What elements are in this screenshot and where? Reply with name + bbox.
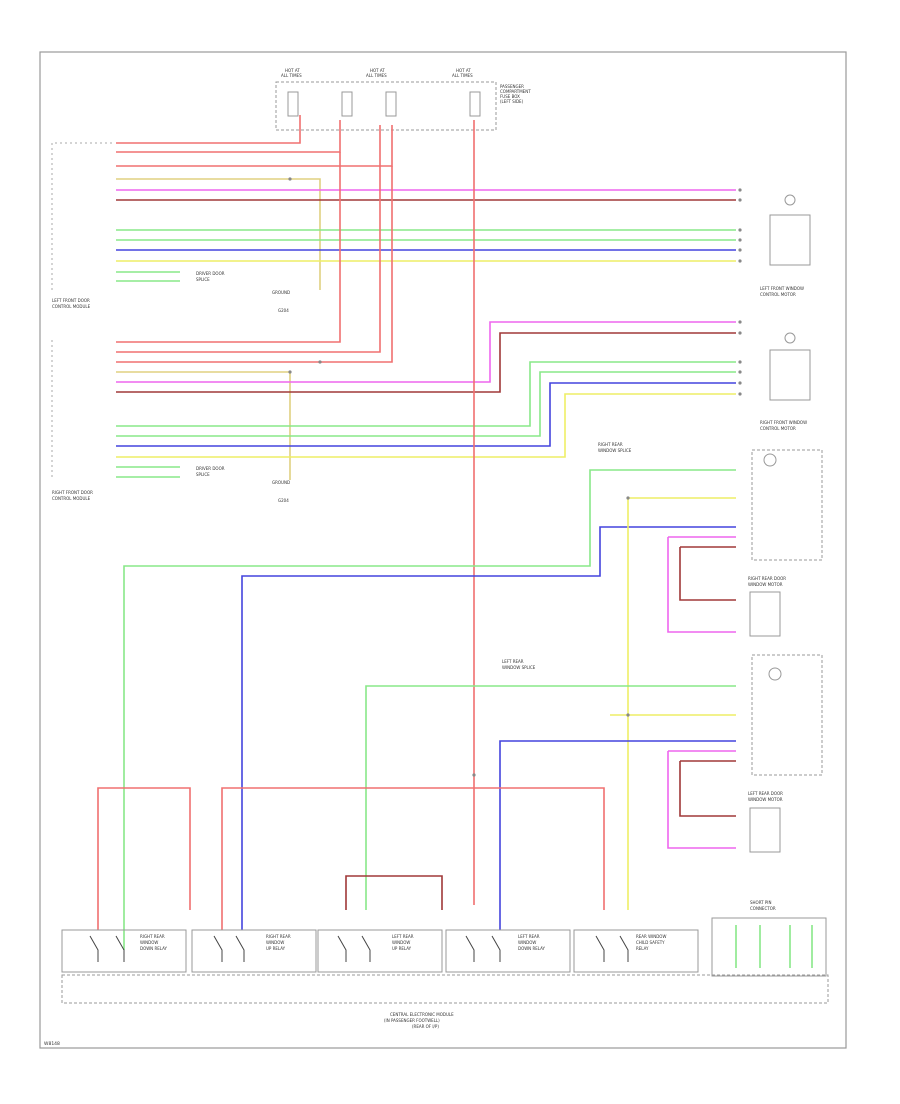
short-pin-wires	[735, 925, 813, 968]
short-pin-label: SHORT PIN	[750, 900, 771, 905]
right-rear-motor-label-2: WINDOW MOTOR	[748, 582, 783, 587]
fuse-box-label-2: COMPARTMENT	[500, 89, 531, 94]
left-door-module-label-2: CONTROL MODULE	[52, 304, 91, 309]
fuse-3-label: HOT AT	[456, 68, 471, 73]
left-door-module-label: LEFT FRONT DOOR	[52, 298, 90, 303]
wire-dkred-2	[116, 332, 736, 393]
driver-door-splice-1b: SPLICE	[196, 277, 210, 282]
fuse-box	[275, 81, 497, 131]
central-module-label: CENTRAL ELECTRONIC MODULE	[390, 1012, 454, 1017]
relay-5-label: REAR WINDOW	[636, 934, 666, 939]
right-door-module-label-2: CONTROL MODULE	[52, 496, 91, 501]
window-motors	[769, 194, 811, 401]
left-rear-motor-label-2: WINDOW MOTOR	[748, 797, 783, 802]
wire-dkred-lr	[679, 761, 736, 817]
right-rear-motor-label: RIGHT REAR DOOR	[748, 576, 786, 581]
wire-green-6	[116, 371, 736, 437]
relay-4-label-3: DOWN RELAY	[518, 946, 546, 951]
left-front-motor-label: LEFT FRONT WINDOW	[760, 286, 804, 291]
module-boundaries	[51, 142, 112, 480]
wire-green-5	[116, 361, 736, 427]
wire-red-relay-2	[221, 787, 605, 930]
left-splice-label-2: WINDOW SPLICE	[502, 665, 536, 670]
wire-red-relay-1	[97, 787, 191, 930]
relay-2-label: RIGHT REAR	[266, 934, 291, 939]
relay-3-label-3: UP RELAY	[392, 946, 412, 951]
relay-1-label-3: DOWN RELAY	[140, 946, 168, 951]
footer-code: W8148	[44, 1041, 60, 1047]
wire-group	[97, 115, 736, 950]
relay-2-label-3: UP RELAY	[266, 946, 286, 951]
ground-label-2: GROUND	[272, 480, 290, 485]
relay-4-label: LEFT REAR	[518, 934, 540, 939]
fuse-1-label: HOT AT	[285, 68, 300, 73]
relay-1-label: RIGHT REAR	[140, 934, 165, 939]
wire-dkred-rr	[679, 547, 736, 601]
diagram-frame	[39, 51, 847, 1049]
fuse-box-label-3: FUSE BOX	[500, 94, 520, 99]
relay-3-label: LEFT REAR	[392, 934, 414, 939]
wire-blue-2	[116, 382, 736, 447]
fuse-2-label-2: ALL TIMES	[366, 73, 387, 78]
wire-blue-lr	[499, 740, 736, 930]
relay-5-label-2: CHILD SAFETY	[636, 940, 665, 945]
wire-yellow-1	[116, 178, 321, 290]
short-pin-label-2: CONNECTOR	[750, 906, 776, 911]
ground-label-1: GROUND	[272, 290, 290, 295]
wire-pink-rr	[667, 537, 736, 633]
wire-red-6	[116, 166, 393, 363]
relay-row	[61, 917, 829, 1004]
relay-contacts	[89, 935, 629, 962]
wire-red-2	[116, 120, 341, 153]
wire-red-3	[116, 125, 393, 167]
right-front-motor-label: RIGHT FRONT WINDOW	[760, 420, 807, 425]
relay-5-label-3: RELAY	[636, 946, 649, 951]
driver-door-splice-1: DRIVER DOOR	[196, 271, 225, 276]
connector-pins	[288, 177, 742, 777]
relay-2-label-2: WINDOW	[266, 940, 284, 945]
fuse-1-label-2: ALL TIMES	[281, 73, 302, 78]
wire-green-lr	[365, 685, 736, 910]
fuse-box-label-4: (LEFT SIDE)	[500, 99, 524, 104]
right-front-motor-label-2: CONTROL MOTOR	[760, 426, 796, 431]
ground-point-2: G204	[278, 498, 289, 503]
left-front-motor-label-2: CONTROL MOTOR	[760, 292, 796, 297]
relay-3-label-2: WINDOW	[392, 940, 410, 945]
rear-switches	[749, 449, 823, 853]
wire-red-4	[116, 152, 341, 343]
wire-yellow-4	[116, 393, 736, 458]
relay-4-label-2: WINDOW	[518, 940, 536, 945]
central-module-label-2: (IN PASSENGER FOOTWELL)	[384, 1018, 440, 1023]
relay-1-label-2: WINDOW	[140, 940, 158, 945]
wire-red-1	[116, 115, 301, 144]
wire-green-rr	[123, 469, 736, 950]
wire-red-5	[116, 125, 381, 353]
wire-dkred-relay	[345, 875, 443, 910]
right-splice-label: RIGHT REAR	[598, 442, 623, 447]
right-splice-label-2: WINDOW SPLICE	[598, 448, 632, 453]
fuse-3-label-2: ALL TIMES	[452, 73, 473, 78]
fuse-box-label-1: PASSENGER	[500, 84, 524, 89]
wire-pink-lr	[667, 751, 736, 849]
right-door-module-label: RIGHT FRONT DOOR	[52, 490, 93, 495]
wire-pink-2	[116, 321, 736, 383]
ground-point-1: G204	[278, 308, 289, 313]
wire-blue-rr	[241, 526, 736, 930]
driver-door-splice-2b: SPLICE	[196, 472, 210, 477]
left-rear-motor-label: LEFT REAR DOOR	[748, 791, 783, 796]
left-splice-label: LEFT REAR	[502, 659, 524, 664]
driver-door-splice-2: DRIVER DOOR	[196, 466, 225, 471]
central-module-label-3: (REAR OF I/P)	[412, 1024, 439, 1029]
fuse-2-label: HOT AT	[370, 68, 385, 73]
